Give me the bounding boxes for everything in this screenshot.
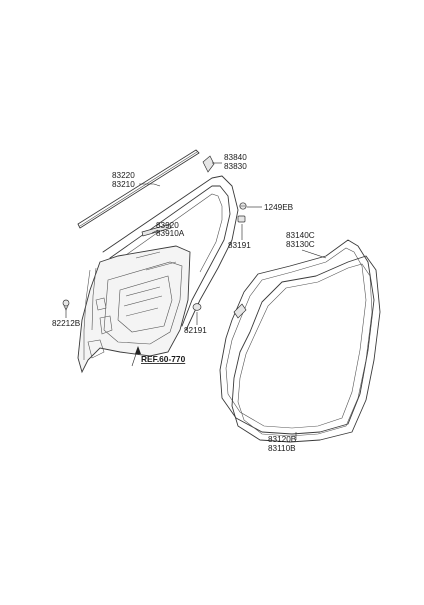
label-82212B: 82212B [52,319,81,328]
label-83840: 83840 [224,153,247,162]
belt-moulding-strip [77,149,200,229]
label-83920: 83920 [156,221,179,230]
corner-trim-piece [202,155,215,173]
label-82191: 82191 [184,326,207,335]
rear-door-frame [77,175,239,374]
ref-arrow [131,346,141,367]
label-83191: 83191 [228,241,251,250]
fastener-icon [62,299,70,311]
label-83130C: 83130C [286,240,315,249]
plug-icon [192,303,202,311]
clip-icon [237,215,246,223]
leader-lines [65,162,327,440]
part-labels: 83220 83210 83840 83830 1249EB 83920 839… [52,153,315,453]
label-83910A: 83910A [156,229,185,238]
label-83110B: 83110B [268,444,296,453]
inner-moulding-piece [141,223,172,237]
label-ref-60-770: REF.60-770 [141,354,186,364]
label-83210: 83210 [112,180,135,189]
label-83140C: 83140C [286,231,315,240]
weatherstrips [219,239,381,443]
small-parts [62,155,247,311]
label-83120B: 83120B [268,435,297,444]
label-83830: 83830 [224,162,247,171]
label-1249EB: 1249EB [264,203,294,212]
label-83220: 83220 [112,171,135,180]
screw-icon [239,202,247,210]
